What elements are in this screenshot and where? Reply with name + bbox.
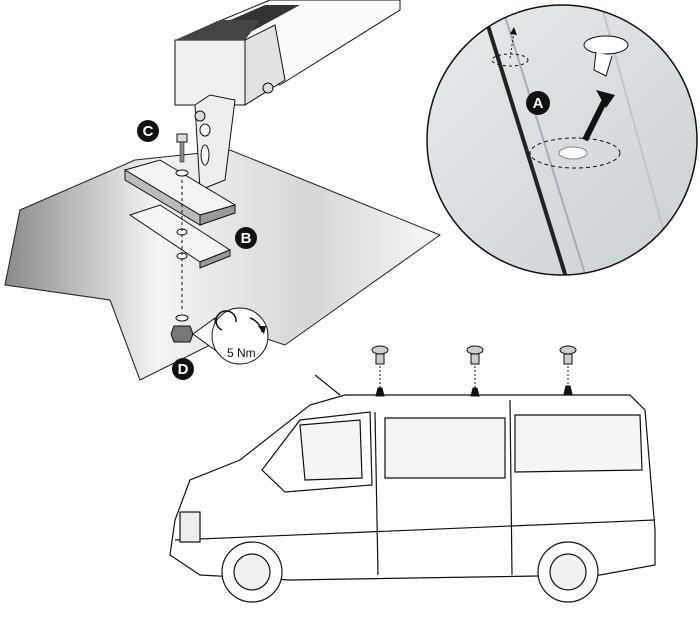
- mounting-foot: [123, 133, 237, 343]
- label-b: B: [235, 227, 257, 249]
- roof-bolts: [371, 345, 577, 397]
- svg-text:B: B: [241, 230, 252, 247]
- torque-value: 5 Nm: [227, 346, 256, 360]
- svg-text:A: A: [533, 95, 544, 112]
- label-c: C: [137, 120, 159, 142]
- bolt-icon: [466, 345, 484, 397]
- bolt-icon: [559, 345, 577, 395]
- svg-text:D: D: [178, 361, 189, 378]
- inset-detail: [427, 5, 697, 275]
- bolt-icon: [371, 345, 389, 397]
- inset-border: [426, 4, 698, 276]
- label-a: A: [526, 91, 550, 115]
- van-illustration: [169, 374, 656, 603]
- torque-wrench-symbol: 5 Nm: [192, 307, 269, 365]
- label-d: D: [172, 358, 194, 380]
- svg-text:C: C: [143, 123, 154, 140]
- roof-bar: [174, 0, 401, 191]
